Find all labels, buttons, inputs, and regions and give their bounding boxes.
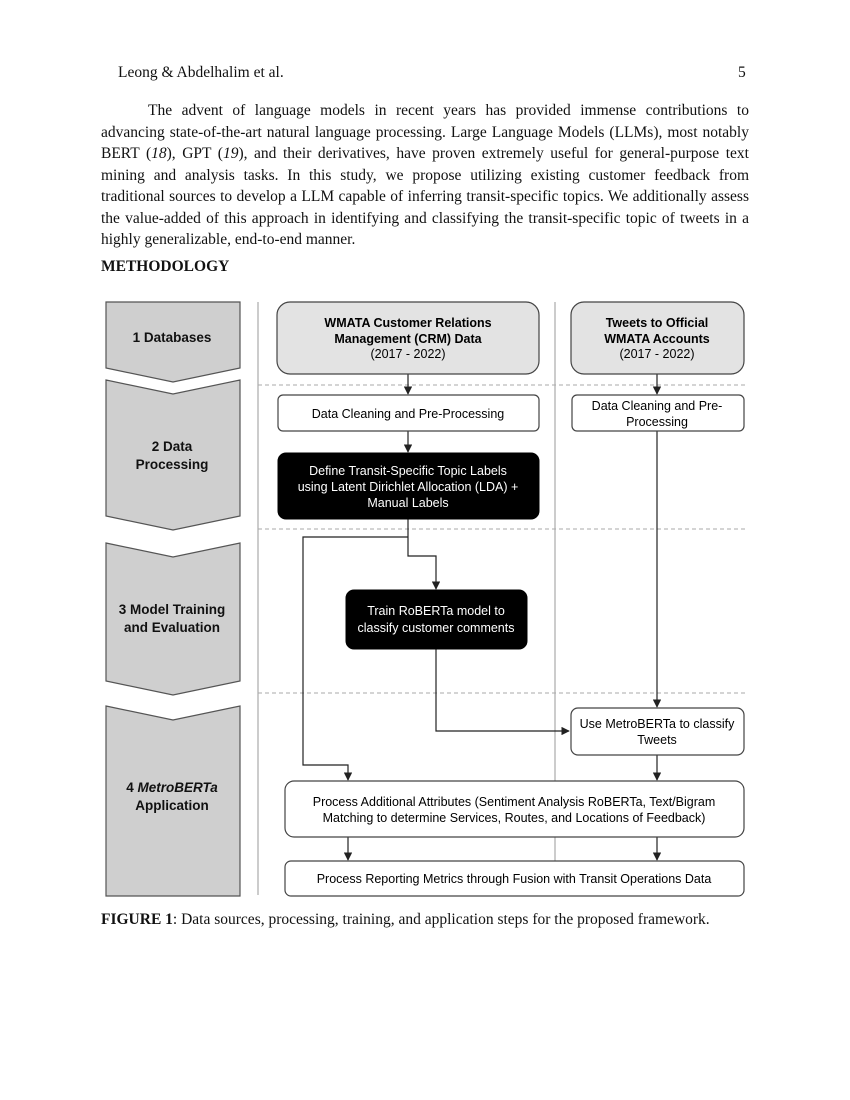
lda-box-line1: Define Transit-Specific Topic Labels (309, 464, 507, 478)
crm-cleaning-box: Data Cleaning and Pre-Processing (277, 394, 540, 432)
figure-caption-text: : Data sources, processing, training, an… (172, 911, 710, 928)
stage-4-model-name: MetroBERTa (138, 780, 219, 795)
stage-4-label-line1: 4 MetroBERTa (126, 780, 218, 795)
stage-2-chevron: 2 Data Processing (105, 379, 241, 531)
paragraph-text-2: ), GPT ( (166, 145, 223, 162)
stage-2-label-line2: Processing (136, 457, 209, 472)
section-heading: METHODOLOGY (101, 258, 230, 275)
running-header-authors: Leong & Abdelhalim et al. (118, 64, 284, 81)
stage-3-chevron: 3 Model Training and Evaluation (105, 542, 241, 696)
attributes-box-line2: Matching to determine Services, Routes, … (323, 811, 706, 825)
lda-topic-labels-box: Define Transit-Specific Topic Labels usi… (277, 452, 540, 520)
tweets-data-box: Tweets to Official WMATA Accounts (2017 … (570, 301, 745, 375)
stage-2-label-line1: 2 Data (152, 439, 193, 454)
tweets-cleaning-box: Data Cleaning and Pre- Processing (571, 394, 745, 432)
paragraph-text-3: ), and their derivatives, have proven ex… (101, 145, 749, 248)
arrow-lda-to-attributes (302, 536, 408, 781)
crm-box-years: (2017 - 2022) (370, 347, 445, 361)
use-box-line1: Use MetroBERTa to classify (580, 717, 735, 731)
tweets-cleaning-label-line2: Processing (626, 415, 688, 429)
body-paragraph: The advent of language models in recent … (101, 100, 749, 251)
reporting-metrics-box: Process Reporting Metrics through Fusion… (284, 860, 745, 897)
arrow-train-to-use (435, 649, 570, 736)
figure-label: FIGURE 1 (101, 911, 173, 928)
train-box-line2: classify customer comments (358, 621, 515, 635)
stage-1-label: 1 Databases (133, 330, 212, 345)
tweets-cleaning-label-line1: Data Cleaning and Pre- (592, 399, 723, 413)
stage-3-label-line1: 3 Model Training (119, 602, 226, 617)
tweets-box-line2: WMATA Accounts (604, 332, 710, 346)
citation-ref-19[interactable]: 19 (222, 145, 239, 162)
crm-box-line1: WMATA Customer Relations (324, 316, 491, 330)
crm-data-box: WMATA Customer Relations Management (CRM… (276, 301, 540, 375)
stage-3-label-line2: and Evaluation (124, 620, 220, 635)
lda-box-line2: using Latent Dirichlet Allocation (LDA) … (298, 480, 519, 494)
stage-4-chevron: 4 MetroBERTa Application (105, 705, 241, 897)
attributes-box-line1: Process Additional Attributes (Sentiment… (313, 795, 716, 809)
paragraph-text-1: The advent of language models in recent … (101, 102, 749, 162)
page-number: 5 (738, 64, 746, 81)
crm-cleaning-label: Data Cleaning and Pre-Processing (312, 407, 505, 421)
citation-ref-18[interactable]: 18 (151, 145, 167, 162)
use-box-line2: Tweets (637, 733, 677, 747)
train-box-line1: Train RoBERTa model to (367, 604, 505, 618)
crm-box-line2: Management (CRM) Data (334, 332, 482, 346)
tweets-box-years: (2017 - 2022) (619, 347, 694, 361)
reporting-box-label: Process Reporting Metrics through Fusion… (317, 872, 712, 886)
train-roberta-box: Train RoBERTa model to classify customer… (345, 589, 528, 650)
stage-4-number: 4 (126, 780, 137, 795)
use-metroberta-box: Use MetroBERTa to classify Tweets (570, 707, 745, 756)
stage-4-label-line2: Application (135, 798, 209, 813)
stage-1-chevron: 1 Databases (105, 301, 241, 383)
additional-attributes-box: Process Additional Attributes (Sentiment… (284, 780, 745, 838)
figure-caption: FIGURE 1: Data sources, processing, trai… (101, 911, 710, 929)
lda-box-line3: Manual Labels (367, 496, 448, 510)
tweets-box-line1: Tweets to Official (606, 316, 709, 330)
